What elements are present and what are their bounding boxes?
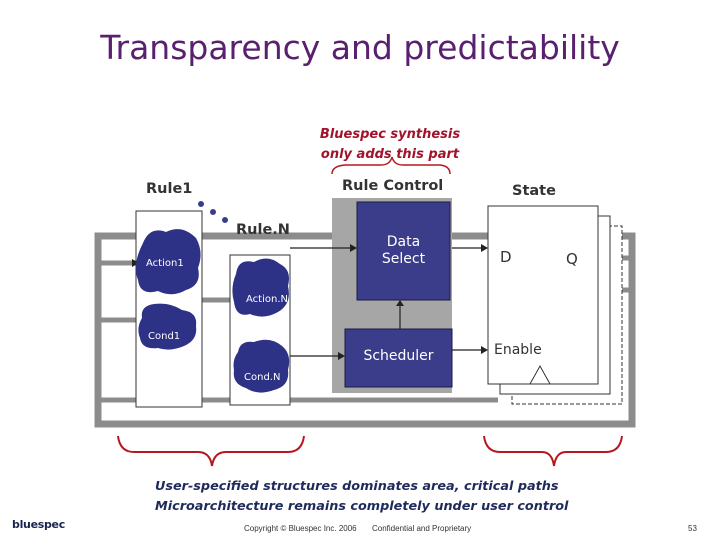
page-number: 53: [688, 524, 697, 533]
synthesis-note-line2: only adds this part: [320, 147, 460, 162]
condN-blob: [233, 339, 290, 393]
ellipsis-dot-3: [222, 217, 228, 223]
data-select-line1: Data: [386, 234, 421, 250]
data-select-line2: Select: [381, 251, 426, 267]
cond1-label: Cond1: [148, 331, 181, 342]
rule1-label: Rule1: [146, 181, 193, 197]
clock-triangle: [529, 364, 551, 385]
enable-label: Enable: [494, 342, 542, 358]
copyright-text: Copyright © Bluespec Inc. 2006: [244, 524, 357, 533]
slide-title: Transparency and predictability: [100, 28, 620, 67]
action1-blob: [135, 229, 201, 295]
d-port-label: D: [500, 248, 512, 266]
synthesis-note-line1: Bluespec synthesis: [319, 127, 461, 142]
cond1-blob: [138, 303, 197, 350]
ellipsis-dot-1: [198, 201, 204, 207]
data-select-label: Data Select: [357, 234, 450, 268]
summary-line2: Microarchitecture remains completely und…: [155, 499, 569, 514]
user-structures-brace: [117, 435, 305, 467]
summary-line1: User-specified structures dominates area…: [155, 479, 559, 494]
confidential-text: Confidential and Proprietary: [372, 524, 472, 533]
state-label: State: [512, 183, 556, 199]
data-select-box: [356, 201, 451, 301]
condN-label: Cond.N: [244, 372, 281, 383]
scheduler-label: Scheduler: [363, 348, 434, 364]
note-brace: [331, 156, 451, 175]
rule-control-label: Rule Control: [342, 178, 444, 194]
bluespec-logo: bluespec: [12, 518, 65, 531]
summary-bullets: User-specified structures dominates area…: [155, 477, 675, 517]
actionN-blob: [232, 258, 289, 317]
action1-label: Action1: [146, 258, 184, 269]
ruleN-label: Rule.N: [236, 222, 290, 238]
state-register: [487, 205, 599, 385]
ellipsis-dot-2: [210, 209, 216, 215]
state-brace: [483, 435, 623, 467]
scheduler-box: [344, 328, 453, 388]
q-port-label: Q: [566, 250, 578, 268]
actionN-label: Action.N: [246, 294, 288, 305]
synthesis-note: Bluespec synthesis only adds this part: [260, 125, 520, 165]
